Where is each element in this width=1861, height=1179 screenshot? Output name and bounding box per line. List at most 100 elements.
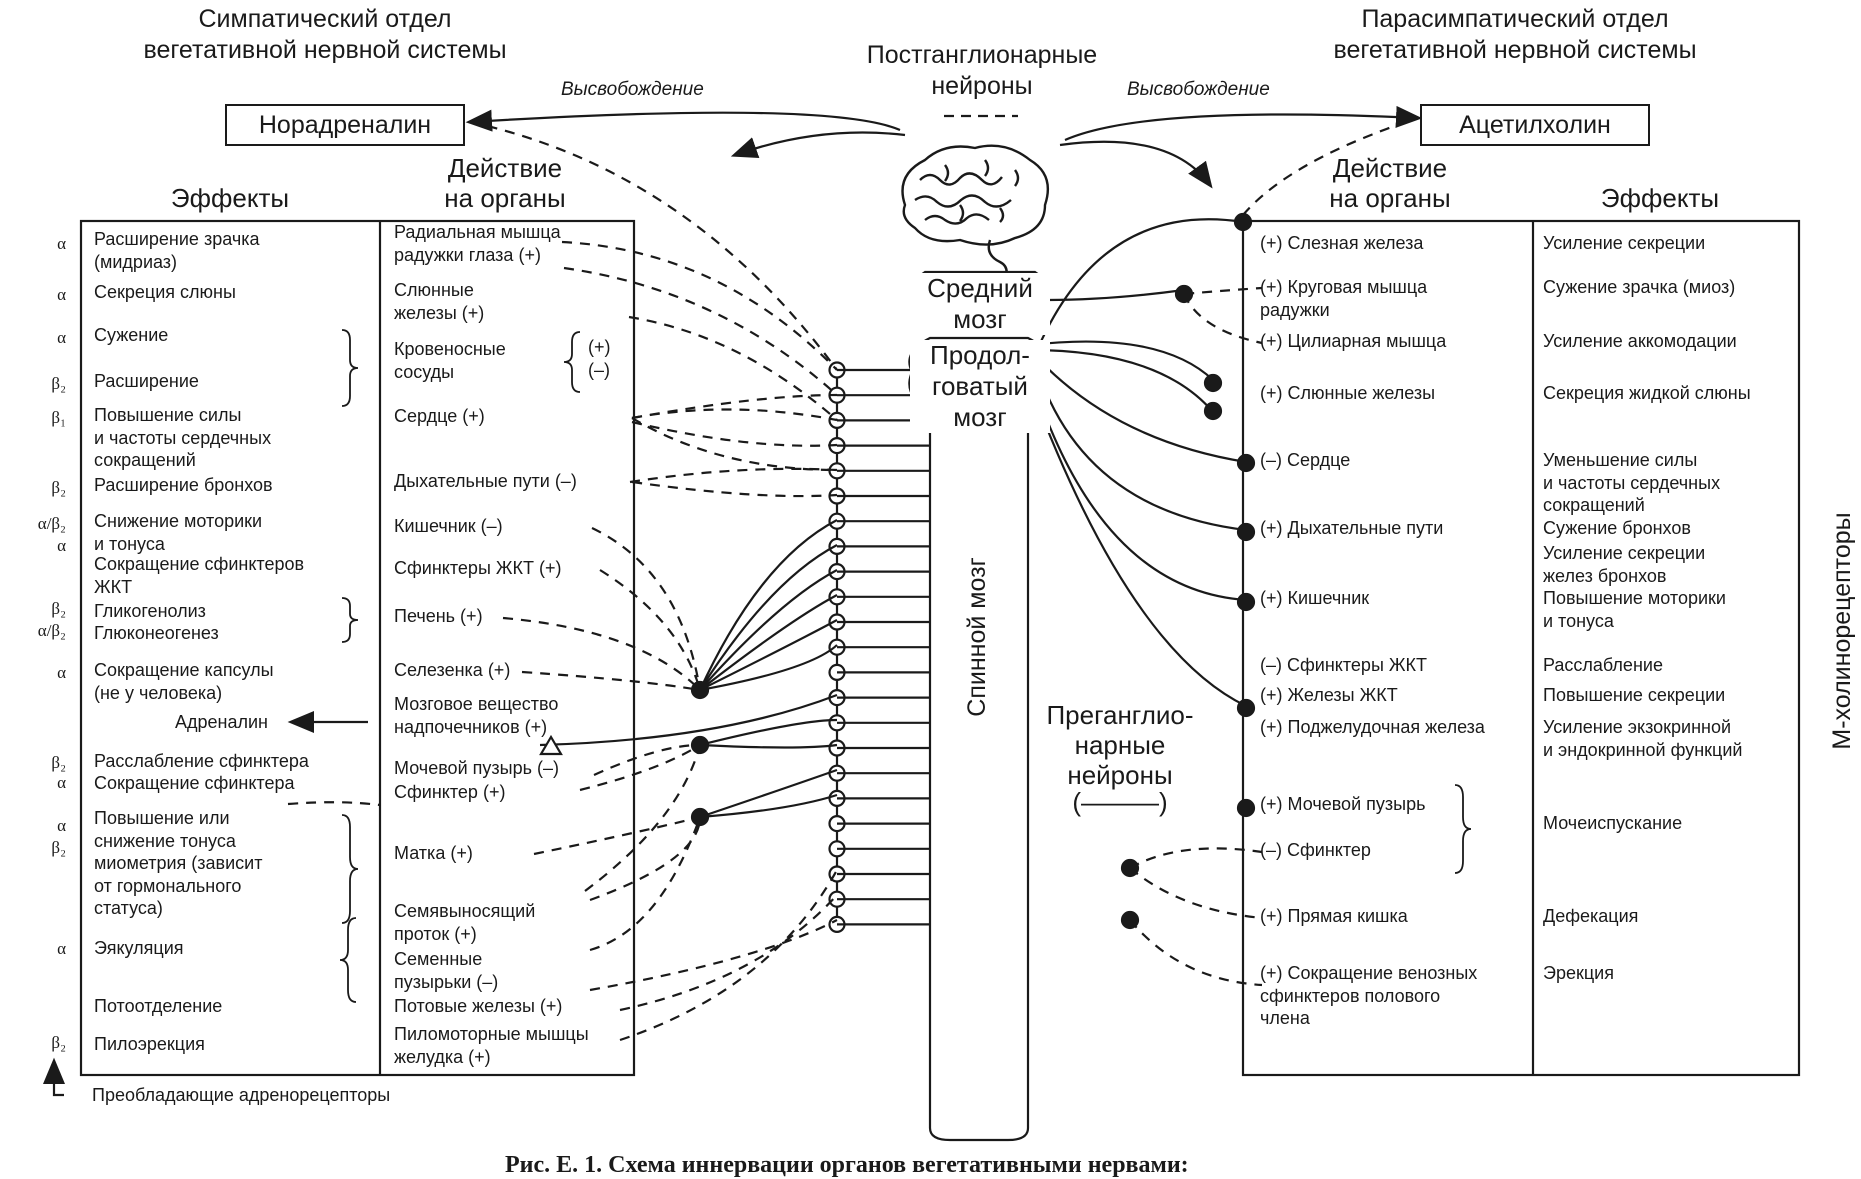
receptor-type: β₁: [51, 408, 66, 427]
sympathetic-effect: Глюконеогенез: [94, 623, 219, 643]
sympathetic-organ: Семявыносящий проток (+): [394, 901, 536, 944]
sympathetic-preganglionic-fibers: [539, 519, 838, 819]
parasympathetic-organ: (+) Слезная железа: [1260, 233, 1424, 253]
parasympathetic-effect: Секреция жидкой слюны: [1543, 383, 1751, 403]
parasympathetic-organ: (+) Цилиарная мышца: [1260, 331, 1447, 351]
spinal-cord-outline: [928, 398, 1030, 1142]
ganglion-pulmonary: [1236, 522, 1256, 542]
parasympathetic-effect: Расслабление: [1543, 655, 1663, 675]
effects-heading-right: Эффекты: [1600, 183, 1720, 213]
ganglion-submandibular: [1203, 373, 1223, 393]
receptor-type: α: [57, 773, 66, 792]
ganglion-bladder: [1236, 798, 1256, 818]
ganglion-celiac: [690, 680, 710, 700]
sympathetic-effect: Расширение бронхов: [94, 475, 273, 495]
sympathetic-effect: Расширение зрачка (мидриаз): [94, 229, 260, 272]
parasympathetic-organ: (+) Мочевой пузырь: [1260, 794, 1426, 814]
sympathetic-organ: Печень (+): [394, 606, 483, 626]
receptor-type: β₂: [51, 599, 66, 618]
receptor-type: α: [57, 234, 66, 253]
parasympathetic-heading: Парасимпатический отдел вегетативной нер…: [1333, 5, 1697, 64]
adrenaline-label: Адреналин: [175, 712, 268, 732]
receptor-type: α: [57, 663, 66, 682]
sympathetic-effect: Сужение: [94, 325, 169, 345]
parasympathetic-organ: (+) Железы ЖКТ: [1260, 685, 1398, 705]
sympathetic-organ: Пиломоторные мышцы желудка (+): [394, 1024, 589, 1067]
sympathetic-effect: Сокращение капсулы (не у человека): [94, 660, 274, 703]
sympathetic-effect: Сокращение сфинктеров ЖКТ: [94, 554, 305, 597]
release-arrow-left: [465, 109, 901, 132]
receptor-type: β₂: [51, 374, 66, 393]
parasympathetic-postganglionic-fibers: [1129, 116, 1419, 987]
noradrenaline-box: Норадреналин: [225, 104, 465, 146]
parasympathetic-effect: Уменьшение силы и частоты сердечных сокр…: [1543, 450, 1721, 515]
receptor-type: α: [57, 536, 66, 555]
sympathetic-organ: Сердце (+): [394, 406, 485, 426]
ganglion-gi-glands: [1236, 698, 1256, 718]
adrenoreceptors-note: Преобладающие адренорецепторы: [92, 1085, 391, 1105]
acetylcholine-label: Ацетилхолин: [1459, 110, 1611, 139]
ganglion-otic: [1203, 401, 1223, 421]
parasympathetic-effect: Усиление секреции: [1543, 233, 1706, 253]
parasympathetic-effect: Усиление секреции желез бронхов: [1543, 543, 1706, 586]
postganglionic-heading: Постганглионарные нейроны: [866, 41, 1098, 100]
sympathetic-organ: Кровеносные сосуды: [394, 339, 506, 382]
release-arrow-right-2: [1059, 140, 1213, 189]
parasympathetic-organ: (–) Сердце: [1260, 450, 1351, 470]
medulla-label: Продол- говатый мозг: [910, 340, 1050, 433]
parasympathetic-organ: (+) Круговая мышца радужки: [1260, 277, 1428, 320]
release-arrow-right: [1064, 105, 1423, 142]
braces: [339, 329, 1472, 1003]
parasympathetic-organ: (+) Поджелудочная железа: [1260, 717, 1485, 737]
sympathetic-effect: Секреция слюны: [94, 282, 236, 302]
receptor-type: α: [57, 816, 66, 835]
sympathetic-postganglionic-fibers: [287, 120, 838, 1042]
release-label-right: Высвобождение: [1127, 79, 1270, 100]
sympathetic-organ: Мочевой пузырь (–): [394, 758, 559, 778]
sympathetic-organ: Радиальная мышца радужки глаза (+): [394, 222, 561, 265]
parasympathetic-organ: (–) Сфинктеры ЖКТ: [1260, 655, 1427, 675]
parasympathetic-effect: Сужение зрачка (миоз): [1543, 277, 1736, 297]
parasympathetic-organ: (+) Кишечник: [1260, 588, 1370, 608]
ganglion-cardiac: [1236, 453, 1256, 473]
parasympathetic-organ: (+) Сокращение венозных сфинктеров полов…: [1260, 963, 1478, 1028]
sympathetic-effect: Потоотделение: [94, 996, 223, 1016]
sympathetic-effect: Пилоэрекция: [94, 1034, 205, 1054]
parasympathetic-organ: (+) Прямая кишка: [1260, 906, 1408, 926]
midbrain-label: Средний мозг: [910, 273, 1050, 335]
sympathetic-organ: Кишечник (–): [394, 516, 503, 536]
release-label-left: Высвобождение: [561, 79, 704, 100]
parasympathetic-effect: Эрекция: [1543, 963, 1614, 983]
sympathetic-effect: Снижение моторики и тонуса: [94, 511, 263, 554]
adrenal-triangle: [539, 734, 563, 756]
receptor-type: α/β₂: [37, 621, 66, 640]
parasympathetic-organ: (–) Сфинктер: [1260, 840, 1371, 860]
parasympathetic-effect: Усиление аккомодации: [1543, 331, 1737, 351]
figure-caption: Рис. Е. 1. Схема иннервации органов веге…: [505, 1152, 1189, 1178]
m-receptors-label: М-холинорецепторы: [1828, 512, 1856, 750]
receptor-type: α: [57, 939, 66, 958]
ganglion-inferior: [690, 807, 710, 827]
ganglion-intestinal: [1236, 592, 1256, 612]
preganglionic-legend: (———): [1072, 787, 1168, 817]
sympathetic-effect: Повышение или снижение тонуса миометрия …: [94, 808, 263, 918]
parasympathetic-effect: Повышение моторики и тонуса: [1543, 588, 1726, 631]
chain-to-cord-links: [837, 368, 930, 926]
sympathetic-heading: Симпатический отдел вегетативной нервной…: [143, 5, 507, 64]
sympathetic-effect: Сокращение сфинктера: [94, 773, 295, 793]
sympathetic-effect: Эякуляция: [94, 938, 184, 958]
receptor-type: β₂: [51, 478, 66, 497]
parasympathetic-effect: Мочеиспускание: [1543, 813, 1683, 833]
receptor-type: α/β₂: [37, 514, 66, 533]
sympathetic-organ: Сфинктеры ЖКТ (+): [394, 558, 562, 578]
spinal-cord-label: Спинной мозг: [963, 557, 991, 717]
sympathetic-organ: Семенные пузырьки (–): [394, 949, 499, 992]
parasympathetic-preganglionic-fibers: [1029, 218, 1247, 707]
receptor-type: β₂: [51, 753, 66, 772]
parasympathetic-effect: Сужение бронхов: [1543, 518, 1691, 538]
sympathetic-effect: Расширение: [94, 371, 199, 391]
ganglion-ciliary: [1233, 212, 1253, 232]
acetylcholine-box: Ацетилхолин: [1420, 104, 1650, 146]
parasympathetic-effect: Повышение секреции: [1543, 685, 1726, 705]
action-heading-left: Действие на органы: [444, 153, 566, 213]
